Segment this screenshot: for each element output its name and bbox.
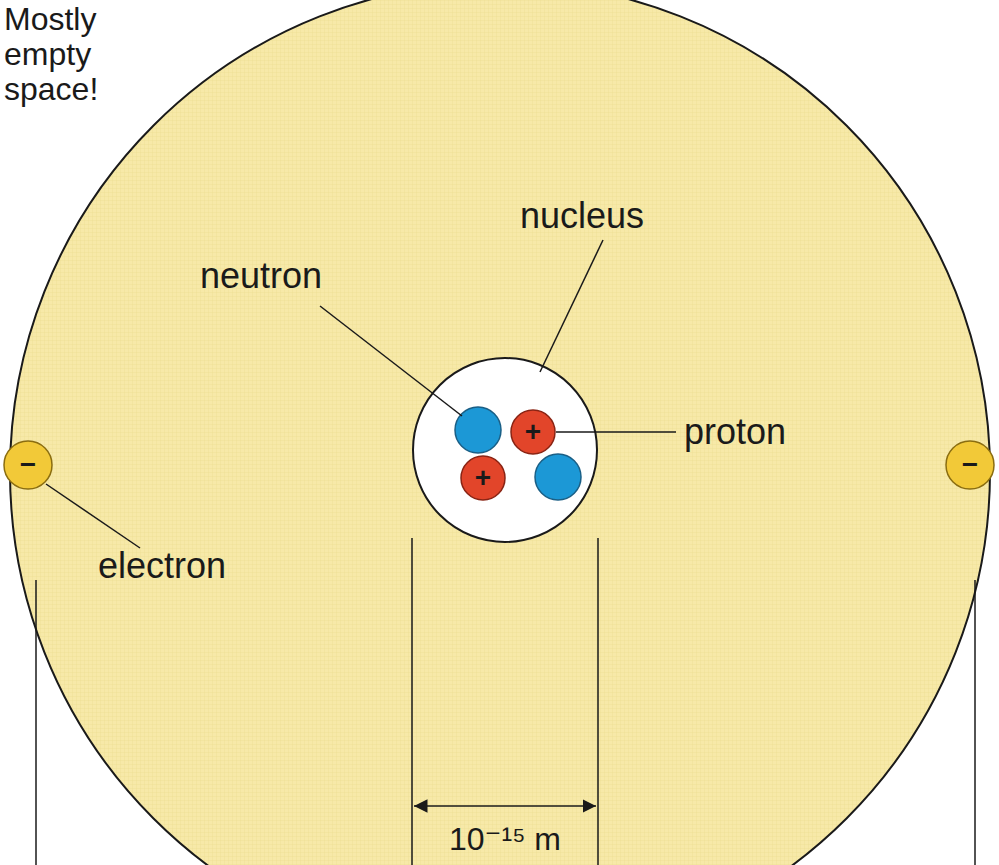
leader-line [556,431,676,433]
dimension-line [411,538,413,865]
leader-line [46,484,140,548]
charge-sign: + [525,418,541,446]
charge-sign: − [20,451,36,479]
dimension-line [597,538,599,865]
neutron-particle [455,407,501,453]
proton-particle: + [460,455,506,501]
proton-particle: + [510,409,556,455]
part-label: electron [98,546,298,586]
charge-sign: + [475,464,491,492]
charge-sign: − [962,451,978,479]
leader-line [540,240,603,372]
dimension-line [35,580,37,865]
neutron-particle [535,454,581,500]
leader-line [320,306,462,416]
dimension-line [974,580,976,865]
part-label: neutron [200,256,400,296]
slogan-text: Mostly empty space! [4,2,128,108]
part-label: nucleus [520,196,720,236]
part-label: proton [684,412,884,452]
electron-particle: − [3,440,53,490]
nucleus-circle [413,358,597,542]
electron-particle: − [945,440,995,490]
dimension-arrow [414,805,596,807]
dimension-label: 10⁻¹⁵ m [412,822,598,857]
atom-boundary [10,0,990,865]
